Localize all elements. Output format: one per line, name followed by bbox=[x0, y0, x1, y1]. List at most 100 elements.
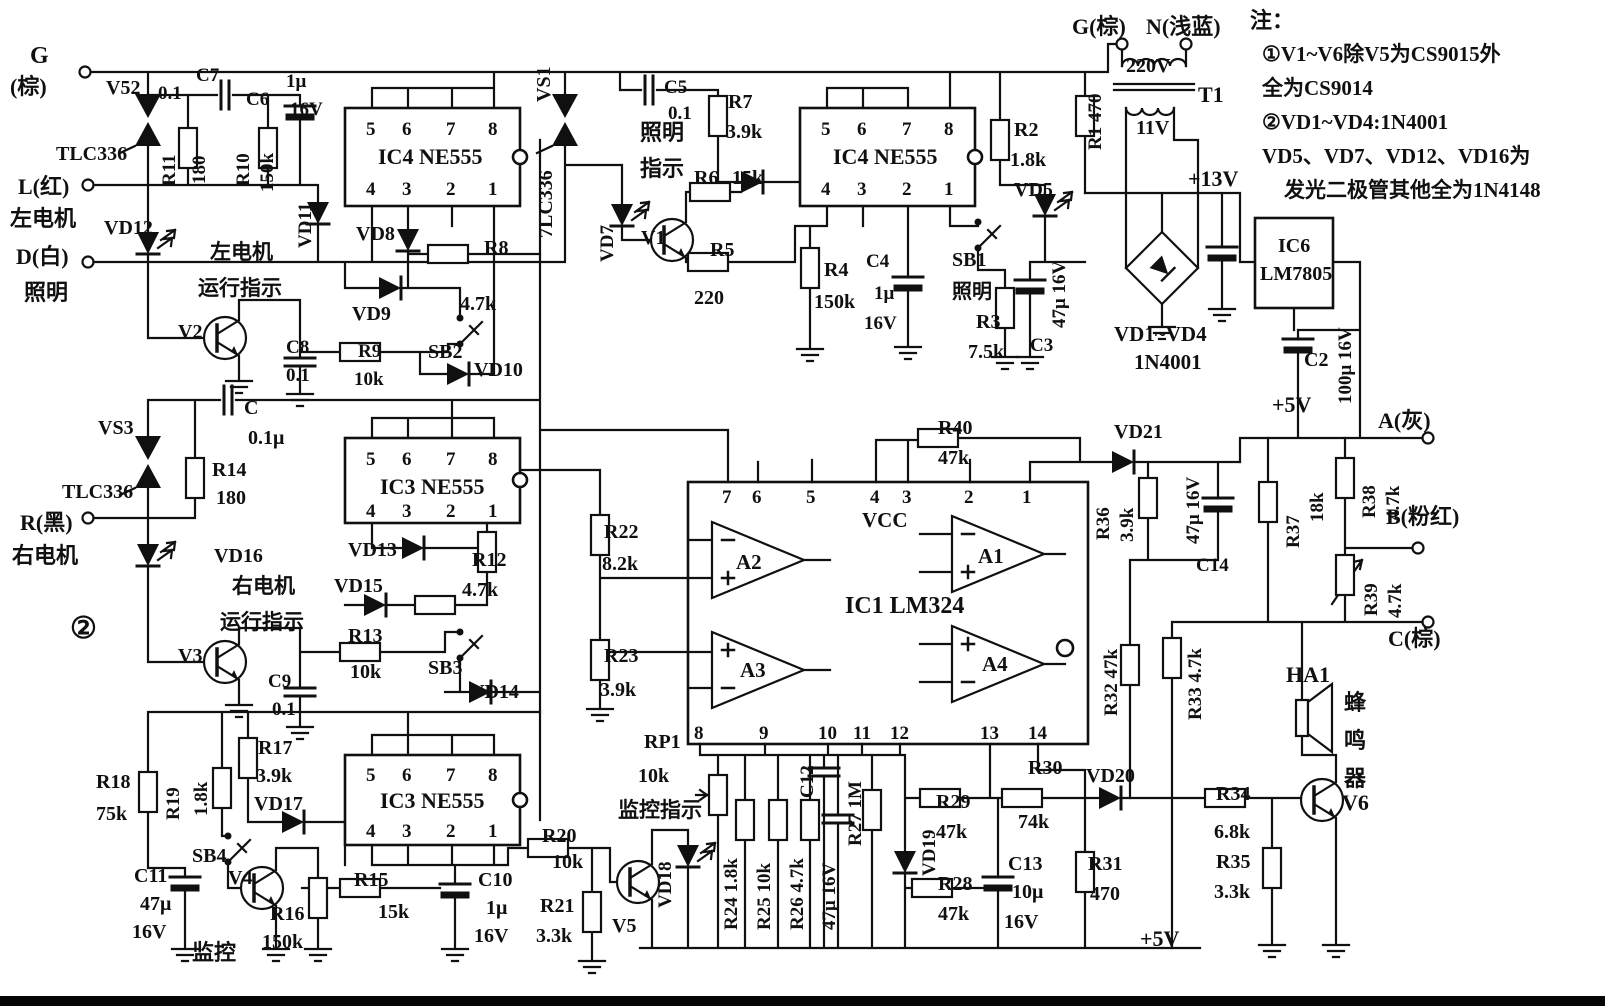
ic4a-pin2: 2 bbox=[446, 179, 456, 200]
label-c9: C9 bbox=[268, 671, 292, 692]
terminal-r: R(黑) bbox=[20, 510, 73, 535]
label-r11: R11 bbox=[159, 154, 180, 186]
label-r23-value: 3.9k bbox=[600, 679, 637, 701]
ic3a-box bbox=[343, 436, 522, 525]
label-a3: A3 bbox=[740, 658, 766, 682]
wires-bottom bbox=[146, 710, 1338, 954]
label-r27: R27 1M bbox=[845, 781, 866, 846]
label-r1: R1 470 bbox=[1085, 93, 1106, 150]
ic1-pin6: 6 bbox=[752, 487, 762, 508]
label-r18-value: 75k bbox=[96, 803, 128, 825]
ic6-box bbox=[1253, 216, 1335, 310]
opamp-symbols bbox=[710, 514, 1046, 710]
label-r30: R30 bbox=[1028, 757, 1063, 779]
label-c4-v: 16V bbox=[864, 313, 897, 334]
ic4a-pin8: 8 bbox=[488, 119, 498, 140]
ic4b-pin6: 6 bbox=[857, 119, 867, 140]
label-c12b: 47μ 16V bbox=[819, 862, 840, 930]
label-c14-value: 47μ 16V bbox=[1183, 476, 1204, 544]
label-sb3: SB3 bbox=[428, 657, 463, 679]
label-triac1-type: TLC336 bbox=[56, 143, 128, 165]
label-rp1: RP1 bbox=[644, 731, 681, 753]
ic4b-pin5: 5 bbox=[821, 119, 831, 140]
note-line4: VD5、VD7、VD12、VD16为 bbox=[1262, 144, 1531, 168]
label-vs1: VS1 bbox=[533, 66, 555, 102]
label-triac3-type: TLC336 bbox=[62, 481, 134, 503]
label-c6: C6 bbox=[246, 89, 270, 110]
label-c10-v: 16V bbox=[474, 925, 509, 947]
label-r37: R37 bbox=[1283, 515, 1304, 548]
note-line3: ②VD1~VD4:1N4001 bbox=[1262, 110, 1449, 134]
note-line2: 全为CS9014 bbox=[1262, 76, 1373, 100]
ic1-box bbox=[686, 480, 1090, 746]
note-line1: ①V1~V6除V5为CS9015外 bbox=[1262, 42, 1501, 66]
terminal-g-color: (棕) bbox=[10, 74, 47, 99]
label-vs1-type: 7LC336 bbox=[535, 170, 557, 238]
label-vd16: VD16 bbox=[214, 545, 263, 567]
label-vd15: VD15 bbox=[334, 575, 383, 597]
label-light-ind1: 照明 bbox=[640, 120, 685, 145]
label-vd14: VD14 bbox=[470, 681, 519, 703]
label-r38: R38 bbox=[1359, 485, 1380, 518]
label-r20: R20 bbox=[542, 825, 577, 847]
label-c13-uf: 10μ bbox=[1012, 881, 1044, 903]
ic3b-pin1: 1 bbox=[488, 821, 498, 842]
terminal-l-desc: 左电机 bbox=[10, 206, 77, 231]
ic4a-pin1: 1 bbox=[488, 179, 498, 200]
label-r11-value: 180 bbox=[189, 155, 210, 185]
label-left-motor-run1: 左电机 bbox=[210, 240, 273, 264]
label-r5-value: 220 bbox=[694, 287, 724, 309]
label-bridge: VD1~VD4 bbox=[1114, 322, 1207, 346]
ic3a-name: IC3 NE555 bbox=[380, 474, 485, 499]
label-v2: V2 bbox=[178, 321, 203, 343]
label-vd12: VD12 bbox=[104, 217, 153, 239]
ic3b-pin4: 4 bbox=[366, 821, 376, 842]
label-r2-value: 1.8k bbox=[1010, 149, 1047, 171]
transformer-t1 bbox=[1120, 57, 1188, 117]
label-r36-value: 3.9k bbox=[1117, 507, 1138, 542]
label-r23: R23 bbox=[604, 645, 639, 667]
label-r17-value: 3.9k bbox=[256, 765, 293, 787]
label-r10: R10 bbox=[233, 153, 254, 186]
label-c7-value: 0.1 bbox=[158, 83, 182, 104]
label-sb2: SB2 bbox=[428, 341, 463, 363]
label-v52: V52 bbox=[106, 77, 141, 99]
ic6-type: LM7805 bbox=[1260, 263, 1333, 285]
label-r19-value: 1.8k bbox=[191, 781, 212, 816]
label-r36: R36 bbox=[1093, 507, 1114, 540]
ic3b-name: IC3 NE555 bbox=[380, 788, 485, 813]
label-c10-uf: 1μ bbox=[486, 897, 508, 919]
label-4k7-top: 4.7k bbox=[460, 293, 497, 315]
ic1-pin14: 14 bbox=[1028, 723, 1047, 744]
wires-power bbox=[1083, 42, 1430, 464]
label-r17: R17 bbox=[258, 737, 293, 759]
ic-boxes bbox=[343, 106, 1090, 847]
label-c11: C11 bbox=[134, 865, 168, 887]
terminal-n: N(浅蓝) bbox=[1146, 14, 1221, 39]
ic4a-pin4: 4 bbox=[366, 179, 376, 200]
label-r16: R16 bbox=[270, 903, 305, 925]
label-r10-value: 150k bbox=[257, 152, 278, 192]
label-r12: R12 bbox=[472, 549, 507, 571]
ic3b-pin3: 3 bbox=[402, 821, 412, 842]
label-vs3: VS3 bbox=[98, 417, 134, 439]
label-vd17: VD17 bbox=[254, 793, 303, 815]
label-r18: R18 bbox=[96, 771, 131, 793]
label-r15-value: 15k bbox=[378, 901, 410, 923]
label-r14-value: 180 bbox=[216, 487, 246, 509]
label-a2: A2 bbox=[736, 550, 762, 574]
ic3a-pin6: 6 bbox=[402, 449, 412, 470]
ic1-pin3: 3 bbox=[902, 487, 912, 508]
label-r13: R13 bbox=[348, 625, 383, 647]
label-vd11: VD11 bbox=[295, 202, 316, 248]
label-r3: R3 bbox=[976, 311, 1001, 333]
label-r21-value: 3.3k bbox=[536, 925, 573, 947]
ic1-pin8: 8 bbox=[694, 723, 704, 744]
label-c13: C13 bbox=[1008, 853, 1043, 875]
label-c3-value: 47μ 16V bbox=[1049, 260, 1070, 328]
label-220v: 220V bbox=[1126, 55, 1171, 77]
ic4b-pin8: 8 bbox=[944, 119, 954, 140]
